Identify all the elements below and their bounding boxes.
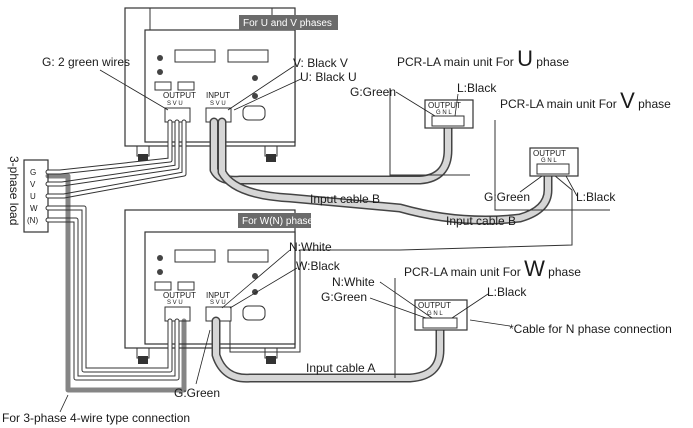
load-terminal-w: W — [30, 204, 38, 213]
pcr-u-g-label: G:Green — [350, 85, 396, 99]
pcr-u-gnl: G N L — [436, 110, 452, 116]
pcr-v-gnl: G N L — [541, 158, 557, 164]
pcr-w-unit: OUTPUT G N L PCR-LA main unit For W phas… — [321, 256, 581, 378]
pcr-v-output: OUTPUT — [533, 149, 566, 158]
bottom-output-text: OUTPUT — [163, 291, 196, 300]
pcr-w-l-label: L:Black — [487, 285, 527, 299]
load-terminal-u: U — [30, 192, 36, 201]
pcr-w-title: PCR-LA main unit For W phase — [404, 256, 581, 281]
pcr-v-g-label: G:Green — [484, 190, 530, 204]
label-g-two-green: G: 2 green wires — [42, 55, 130, 69]
label-input-cable-a: Input cable A — [306, 361, 375, 375]
top-unit: OUTPUT INPUT S V U S V U — [124, 7, 296, 162]
tag-uv: For U and V phases — [239, 15, 338, 30]
top-input-text: INPUT — [206, 91, 230, 100]
bottom-input-text: INPUT — [206, 291, 230, 300]
tag-w-text: For W(N) phase — [242, 216, 314, 227]
bottom-unit: OUTPUT INPUT S V U S V U — [124, 209, 296, 364]
pcr-u-l-label: L:Black — [457, 81, 497, 95]
label-input-cable-b-2: Input cable B — [446, 214, 516, 228]
bottom-input-svu: S V U — [210, 300, 226, 306]
pcr-w-gnl: G N L — [427, 311, 443, 317]
input-cables — [209, 117, 573, 383]
output-wires — [45, 119, 187, 393]
pcr-v-unit: OUTPUT G N L PCR-LA main unit For V phas… — [484, 88, 671, 211]
label-w-black: W:Black — [296, 259, 341, 273]
three-phase-load: G V U W (N) 3-phase load — [7, 156, 49, 233]
top-input-svu: S V U — [210, 101, 226, 107]
bottom-output-svu: S V U — [167, 300, 183, 306]
pcr-w-n-label: N:White — [332, 275, 375, 289]
label-g-green-bottom: G:Green — [174, 386, 220, 400]
pcr-v-l-label: L:Black — [576, 190, 616, 204]
pcr-u-output: OUTPUT — [428, 101, 461, 110]
top-output-text: OUTPUT — [163, 91, 196, 100]
pcr-w-g-label: G:Green — [321, 290, 367, 304]
pcr-u-unit: OUTPUT G N L PCR-LA main unit For U phas… — [350, 46, 569, 176]
top-output-svu: S V U — [167, 101, 183, 107]
pcr-u-title: PCR-LA main unit For U phase — [397, 46, 569, 71]
tag-uv-text: For U and V phases — [243, 18, 332, 29]
load-terminal-n: (N) — [27, 216, 38, 225]
pcr-w-output: OUTPUT — [418, 301, 451, 310]
label-cable-n-phase: *Cable for N phase connection — [509, 322, 672, 336]
label-input-cable-b-1: Input cable B — [310, 192, 380, 206]
load-terminal-g: G — [30, 168, 36, 177]
label-n-white: N:White — [289, 240, 332, 254]
load-terminal-v: V — [30, 180, 36, 189]
label-four-wire: For 3-phase 4-wire type connection — [2, 411, 190, 425]
tag-w: For W(N) phase — [238, 213, 314, 228]
label-v-black-v: V: Black V — [293, 56, 348, 70]
three-phase-load-label: 3-phase load — [7, 156, 21, 225]
pcr-v-title: PCR-LA main unit For V phase — [500, 88, 671, 113]
label-u-black-u: U: Black U — [300, 70, 357, 84]
